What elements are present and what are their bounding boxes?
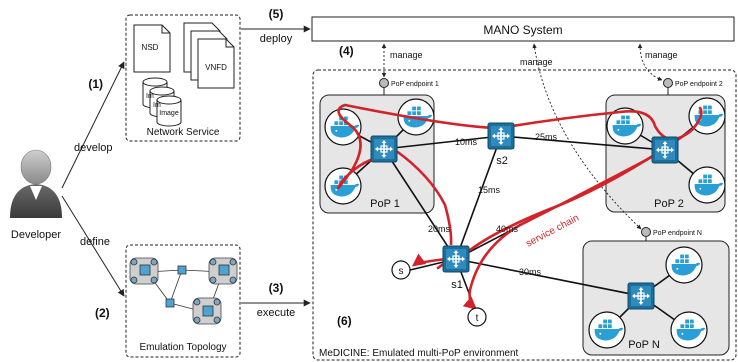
develop-label: develop bbox=[74, 142, 113, 154]
image-label-1: Im bbox=[146, 93, 154, 100]
nsd-document-icon bbox=[133, 24, 171, 73]
step-5-label: (5) bbox=[269, 7, 284, 21]
host-t bbox=[467, 307, 487, 327]
docker-container-pop2-c bbox=[689, 167, 725, 203]
latency-20ms: 20ms bbox=[428, 224, 451, 234]
manage-label-1: manage bbox=[390, 50, 423, 60]
step-4-label: (4) bbox=[339, 44, 354, 58]
image-label-2: Im bbox=[153, 102, 161, 109]
deploy-label: deploy bbox=[260, 33, 293, 45]
developer-label: Developer bbox=[11, 229, 61, 241]
pop-endpoint-1 bbox=[379, 78, 389, 88]
latency-10ms: 10ms bbox=[455, 137, 478, 147]
service-chain-to-t bbox=[462, 148, 666, 310]
vnfd-label: VNFD bbox=[205, 63, 227, 72]
developer-icon bbox=[10, 149, 62, 218]
vnfd-document-stack-icon bbox=[183, 22, 235, 89]
pop-n-label: PoP N bbox=[628, 339, 660, 351]
manage-label-2: manage bbox=[645, 50, 678, 60]
latency-40ms: 40ms bbox=[496, 224, 519, 234]
host-s bbox=[391, 260, 411, 280]
mano-system-box bbox=[311, 16, 735, 42]
step-3-label: (3) bbox=[269, 281, 284, 295]
define-label: define bbox=[80, 236, 110, 248]
pop-endpoint-1-label: PoP endpoint 1 bbox=[391, 81, 439, 88]
mini-topology-icon bbox=[129, 257, 238, 325]
host-t-label: t bbox=[476, 313, 479, 324]
network-service-caption: Network Service bbox=[147, 127, 220, 138]
pop-endpoint-n bbox=[641, 227, 651, 237]
service-chain-to-s1 bbox=[394, 148, 453, 246]
pop-2-label: PoP 2 bbox=[654, 198, 684, 210]
step-2-label: (2) bbox=[95, 306, 110, 320]
manage-arrow-n bbox=[532, 43, 642, 230]
mano-system-title: MANO System bbox=[483, 23, 562, 37]
switch-s2-icon bbox=[487, 122, 515, 150]
latency-15ms: 15ms bbox=[478, 185, 501, 195]
popn-switch-icon bbox=[627, 282, 655, 310]
pop2-switch-icon bbox=[651, 136, 679, 164]
docker-container-popn-b bbox=[589, 312, 625, 348]
image-label-3: Image bbox=[159, 110, 179, 117]
pop-1-label: PoP 1 bbox=[370, 198, 400, 210]
switch-s1-icon bbox=[442, 245, 470, 273]
host-s-label: s bbox=[399, 266, 404, 277]
switch-s1-label: s1 bbox=[451, 279, 463, 291]
latency-25ms: 25ms bbox=[535, 132, 558, 142]
docker-container-pop1-c bbox=[325, 168, 361, 204]
step-6-label: (6) bbox=[337, 314, 352, 328]
execute-label: execute bbox=[257, 307, 296, 319]
step-1-label: (1) bbox=[88, 77, 103, 91]
docker-container-popn-a bbox=[666, 247, 702, 283]
pop-endpoint-2 bbox=[663, 78, 673, 88]
emulation-topology-caption: Emulation Topology bbox=[139, 342, 226, 353]
docker-container-popn-c bbox=[671, 312, 707, 348]
latency-30ms: 30ms bbox=[519, 267, 542, 277]
manage-label-n: manage bbox=[520, 57, 553, 67]
pop1-switch-icon bbox=[370, 135, 398, 163]
switch-s2-label: s2 bbox=[496, 155, 508, 167]
pop-endpoint-2-label: PoP endpoint 2 bbox=[675, 81, 723, 88]
nsd-label: NSD bbox=[142, 43, 159, 52]
medicine-caption: MeDICINE: Emulated multi-PoP environment bbox=[319, 348, 519, 359]
pop-endpoint-n-label: PoP endpoint N bbox=[653, 230, 702, 237]
docker-container-pop1-a bbox=[325, 109, 361, 145]
define-arrow bbox=[61, 195, 125, 297]
develop-arrow bbox=[61, 61, 125, 189]
image-database-icon bbox=[142, 77, 182, 127]
